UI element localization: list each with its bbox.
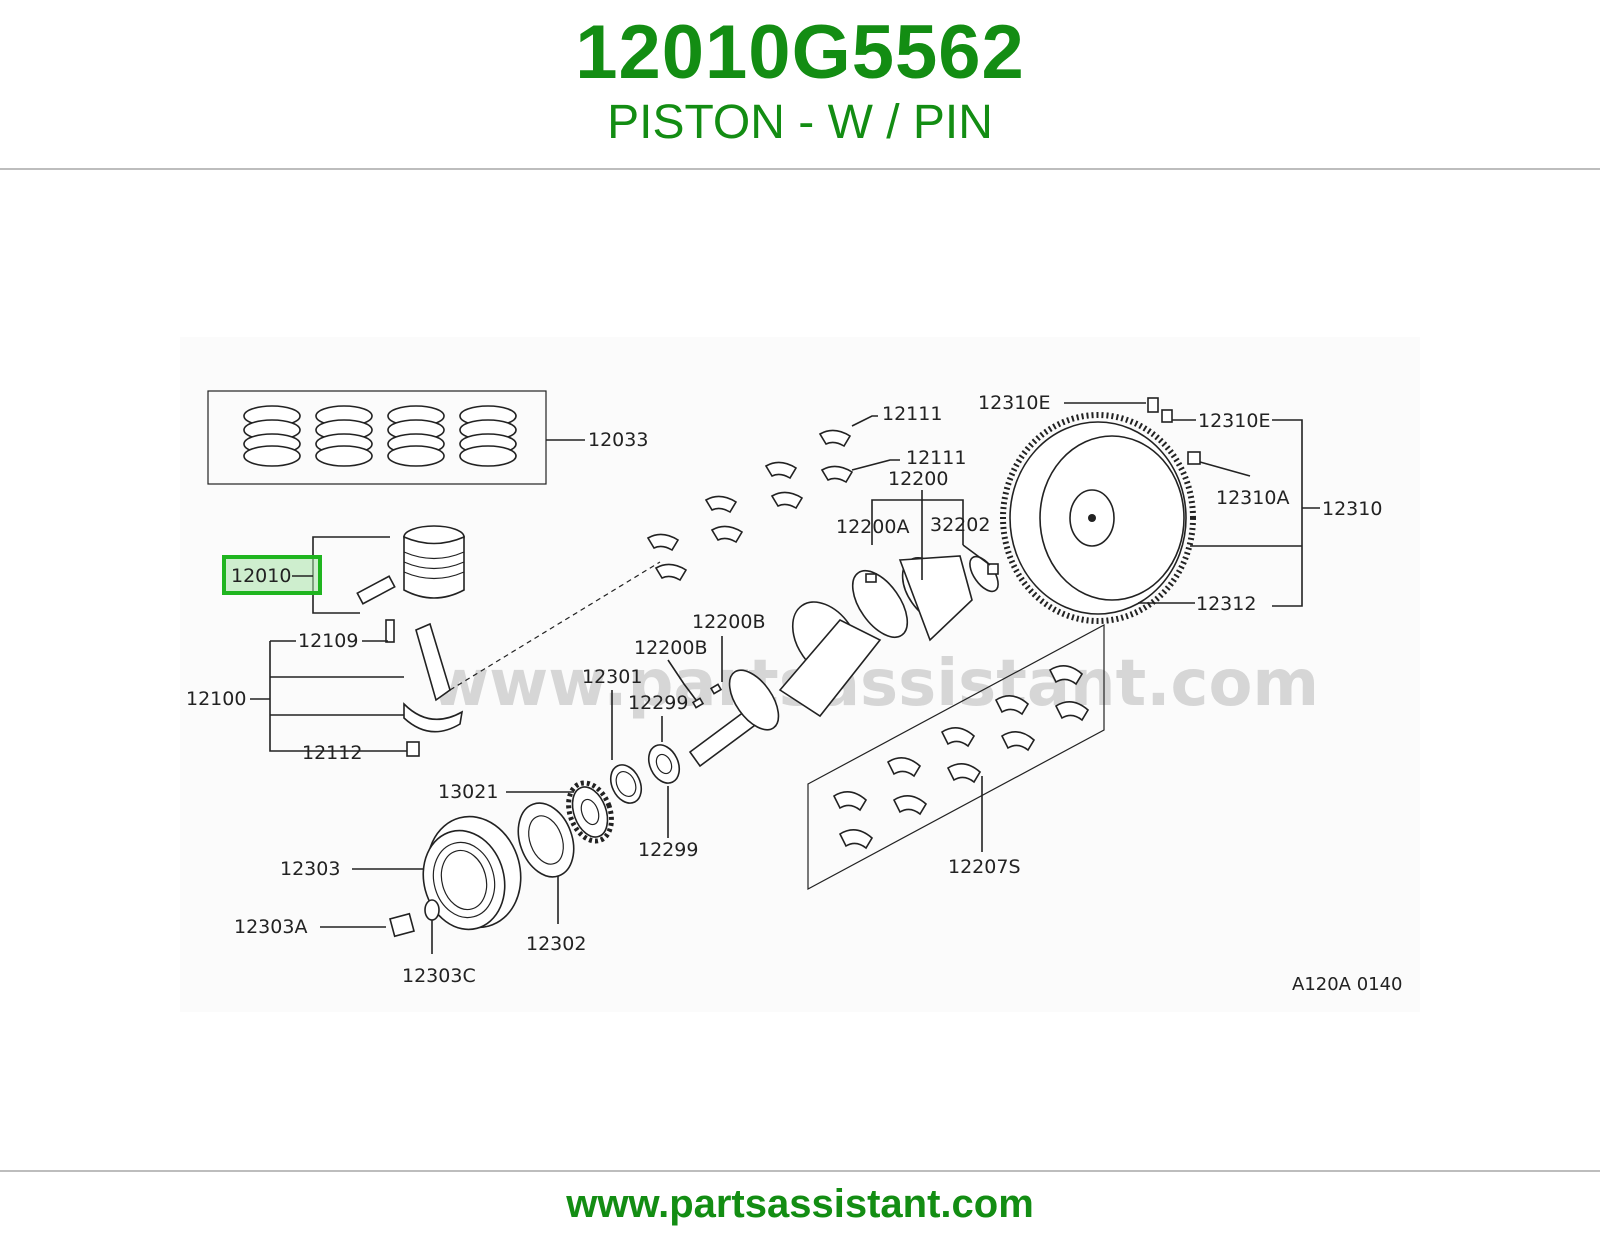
part-description: PISTON - W / PIN	[607, 96, 993, 149]
piston	[356, 525, 465, 605]
label-12100: 12100	[186, 688, 246, 710]
label-12111-top: 12111	[882, 403, 942, 425]
label-12200B-top: 12200B	[692, 611, 765, 633]
label-12111-second: 12111	[906, 447, 966, 469]
part-number-title: 12010G5562	[575, 10, 1025, 95]
oil-thrower	[517, 802, 575, 878]
oil-pump-drive-spacer	[609, 744, 681, 804]
label-12010[interactable]: 12010	[231, 565, 291, 587]
label-12109: 12109	[298, 630, 358, 652]
label-12033: 12033	[588, 429, 648, 451]
page-header: 12010G5562 PISTON - W / PIN	[0, 0, 1600, 168]
label-12310A: 12310A	[1216, 487, 1289, 509]
crankshaft	[688, 555, 999, 768]
label-12303C: 12303C	[402, 965, 476, 987]
label-12299-bottom: 12299	[638, 839, 698, 861]
crank-pulley	[422, 815, 522, 931]
label-12310: 12310	[1322, 498, 1382, 520]
header-divider	[0, 168, 1600, 170]
label-12301: 12301	[582, 666, 642, 688]
woodruff-keys	[691, 683, 723, 709]
label-12310E-second: 12310E	[1198, 410, 1270, 432]
flywheel	[1000, 397, 1201, 624]
crank-sprocket	[566, 780, 614, 844]
conrod-bearings	[646, 429, 854, 582]
label-12299-top: 12299	[628, 692, 688, 714]
label-12112: 12112	[302, 742, 362, 764]
watermark-text: www.partsassistant.com	[430, 647, 1319, 721]
label-12200A: 12200A	[836, 516, 909, 538]
figure-code: A120A 0140	[1292, 974, 1403, 995]
label-12303: 12303	[280, 858, 340, 880]
main-bearings-panel	[807, 623, 1105, 891]
piston-rings	[243, 405, 517, 467]
label-12302: 12302	[526, 933, 586, 955]
label-32202: 32202	[930, 514, 990, 536]
label-12312: 12312	[1196, 593, 1256, 615]
label-12200: 12200	[888, 468, 948, 490]
highlighted-part-box[interactable]	[222, 555, 322, 595]
label-12200B-second: 12200B	[634, 637, 707, 659]
label-13021: 13021	[438, 781, 498, 803]
label-12310E-top: 12310E	[978, 392, 1050, 414]
label-12207S: 12207S	[948, 856, 1021, 878]
footer-divider	[0, 1170, 1600, 1172]
ring-set-box	[207, 390, 547, 485]
label-12303A: 12303A	[234, 916, 307, 938]
footer-website-link[interactable]: www.partsassistant.com	[566, 1182, 1034, 1226]
